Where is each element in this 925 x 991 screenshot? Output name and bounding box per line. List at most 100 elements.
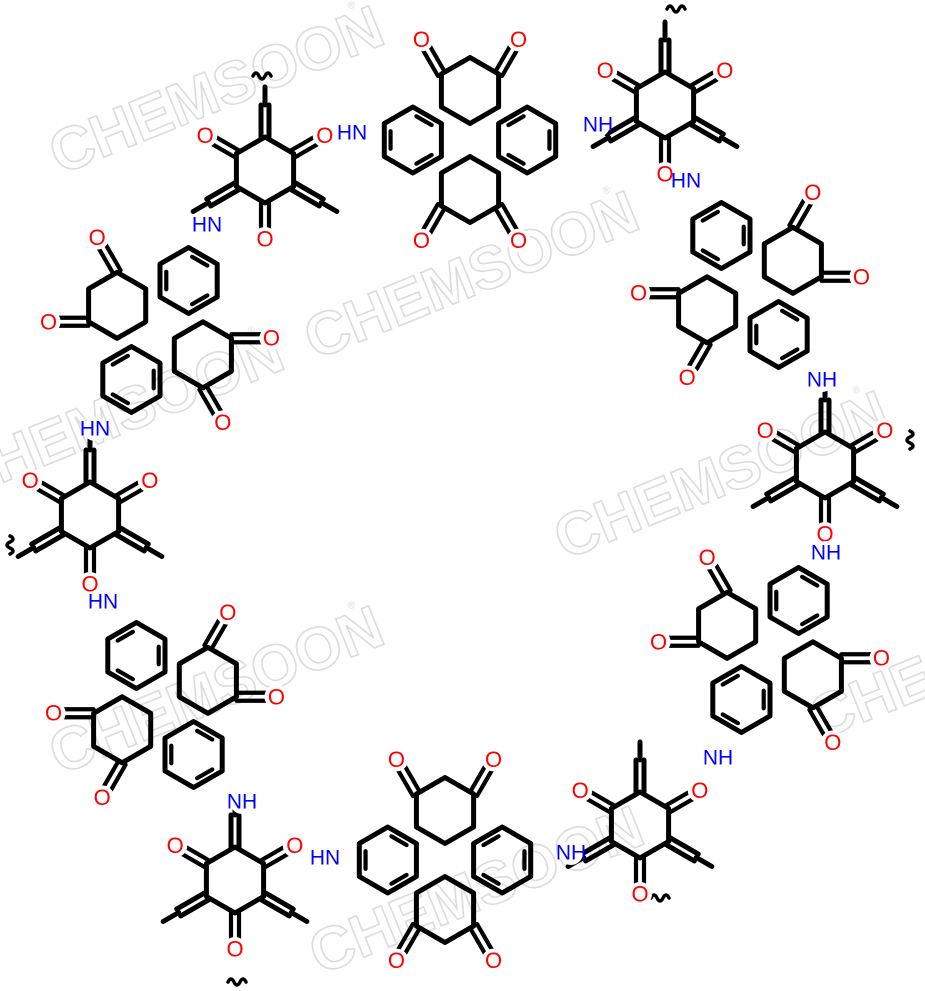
linker-3-arm-2 — [160, 910, 182, 924]
triketone-4-oxygen-bg — [137, 468, 162, 493]
triketone-5-oxygen-bg — [193, 123, 218, 148]
linker-5-arm-2 — [190, 200, 212, 214]
pyrene-5-aromatic-bond — [110, 353, 130, 367]
wavy-line — [905, 429, 915, 451]
pyrene-0-oxygen-double-bond — [499, 47, 520, 79]
pyrene-5-oxygen-bg — [259, 326, 284, 351]
triketone-1-oxygen-double-bond — [849, 429, 877, 448]
wavy-line — [5, 534, 15, 556]
triketone-0-oxygen-double-bond — [613, 69, 641, 88]
bond-layer — [5, 4, 915, 987]
pyrene-0-oxygen: O — [510, 228, 527, 253]
triketone-4-oxygen: O — [141, 468, 158, 493]
pyrene-5-oxygen-bg — [36, 309, 61, 334]
pyrene-4-oxygen-bg — [215, 600, 240, 625]
pyrene-3-oxygen-bg — [384, 747, 409, 772]
triketone-3-oxygen-double-bond — [179, 851, 207, 870]
pyrene-3-aromatic-bond — [389, 872, 409, 886]
amine-7-bg — [313, 846, 337, 870]
triketone-1-oxygen-double-bond — [853, 436, 881, 455]
amine-8: NH — [227, 791, 257, 814]
triketone-0-oxygen-double-bond — [609, 76, 637, 95]
pyrene-2-oxygen: O — [873, 646, 890, 671]
pyrene-3-oxygen-double-bond — [474, 921, 495, 953]
linker-0-arm-1 — [718, 135, 740, 149]
pyrene-5-oxygen-bg — [210, 410, 235, 435]
pyrene-3-ring-3 — [413, 874, 477, 945]
wavy-bond-2 — [649, 893, 671, 903]
pyrene-4-oxygen-bg — [41, 701, 66, 726]
triketone-0-exocyclic-double-bond — [608, 122, 641, 144]
pyrene-1-oxygen-bg — [800, 180, 825, 205]
triketone-3-oxygen: O — [167, 833, 184, 858]
wavy-line — [251, 71, 273, 81]
pyrene-0-oxygen-double-bond — [427, 205, 447, 237]
amine-9-bg — [91, 590, 115, 614]
triketone-5-oxygen-double-bond — [293, 141, 321, 160]
triketone-5-oxygen: O — [316, 123, 333, 148]
triketone-1-oxygen: O — [816, 522, 833, 547]
triketone-3-exocyclic-double-bond — [259, 897, 292, 919]
triketone-2-exocyclic-double-bond — [579, 835, 612, 857]
amine-6: NH — [556, 842, 586, 865]
pyrene-5-oxygen-double-bond — [96, 246, 116, 277]
wavy-bond-4 — [5, 534, 15, 556]
pyrene-1-aromatic-bond — [780, 347, 800, 361]
pyrene-5-oxygen: O — [40, 309, 57, 334]
pyrene-1-oxygen-double-bond — [693, 342, 713, 373]
triketone-5-oxygen-double-bond — [209, 141, 237, 160]
triketone-5-oxygen-double-bond — [213, 134, 241, 153]
pyrene-1-oxygen-double-bond — [787, 197, 807, 228]
triketone-3-oxygen-double-bond — [259, 844, 287, 863]
triketone-4-oxygen-double-bond — [38, 479, 66, 498]
pyrene-4-oxygen-double-bond — [202, 617, 222, 648]
linker-0-arm-2 — [590, 135, 612, 149]
pyrene-1-oxygen-double-bond — [686, 338, 706, 369]
linker-2-arm-1 — [693, 855, 715, 869]
triketone-5-oxygen-double-bond — [289, 134, 317, 153]
triketone-0-oxygen: O — [656, 162, 673, 187]
amine-8-bg — [230, 790, 254, 814]
pyrene-1-oxygen-bg — [675, 365, 700, 390]
pyrene-4-ring-2 — [176, 644, 239, 716]
triketone-0-oxygen-bg — [653, 162, 677, 186]
pyrene-0-oxygen-double-bond — [420, 47, 441, 79]
triketone-2-oxygen-double-bond — [664, 789, 692, 808]
pyrene-3-aromatic-bond — [389, 834, 409, 848]
pyrene-5-ring-3 — [171, 319, 234, 391]
triketone-0-exocyclic-double-bond — [604, 115, 637, 137]
pyrene-2-oxygen-double-bond — [807, 707, 827, 738]
triketone-2-oxygen-double-bond — [584, 796, 612, 815]
pyrene-4-oxygen-double-bond — [108, 762, 128, 793]
pyrene-2-aromatic-bond — [800, 574, 820, 588]
pyrene-1-aromatic-bond — [780, 308, 800, 322]
triketone-4-oxygen-bg — [78, 572, 102, 596]
triketone-3-oxygen-double-bond — [263, 851, 291, 870]
triketone-3-exocyclic-double-bond — [263, 890, 296, 912]
pyrene-4-oxygen: O — [94, 785, 111, 810]
amine-6-bg — [559, 841, 583, 865]
triketone-5-exocyclic-double-bond — [289, 187, 322, 209]
triketone-4-oxygen: O — [81, 572, 98, 597]
linker-1-arm-1 — [878, 495, 900, 509]
triketone-3-oxygen: O — [286, 833, 303, 858]
amine-5: NH — [703, 747, 733, 770]
pyrene-2-ring-0 — [710, 664, 773, 735]
pyrene-1-oxygen: O — [630, 281, 647, 306]
linker-4-arm-1 — [143, 545, 165, 559]
pyrene-4-oxygen: O — [45, 701, 62, 726]
linker-3-arm-1 — [288, 910, 310, 924]
watermark-text: CHEMSOON — [545, 378, 898, 572]
pyrene-0-oxygen-bg — [506, 27, 531, 52]
pyrene-3-oxygen-double-bond — [402, 925, 422, 957]
pyrene-3-oxygen-bg — [481, 948, 506, 973]
triketone-0-exocyclic-double-bond — [693, 115, 726, 137]
pyrene-1-oxygen-bg — [626, 281, 651, 306]
triketone-4-exocyclic-double-bond — [114, 532, 147, 554]
pyrene-5-oxygen: O — [263, 326, 280, 351]
pyrene-1-aromatic-bond — [700, 209, 720, 223]
pyrene-2-oxygen-double-bond — [713, 562, 733, 593]
triketone-4-exocyclic-double-bond — [118, 525, 151, 547]
watermark-registered-mark: ® — [851, 384, 863, 397]
